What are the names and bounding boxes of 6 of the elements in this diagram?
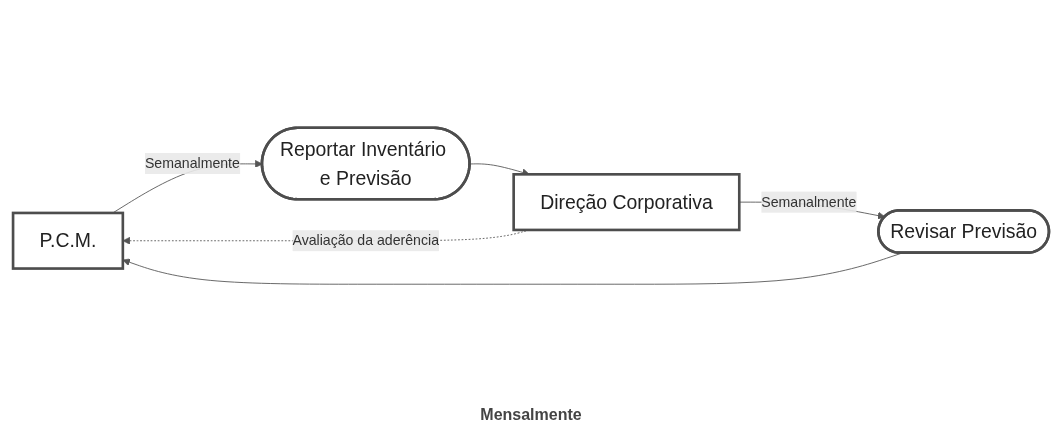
- node-box: P.C.M.: [11, 211, 125, 270]
- edge-label: Semanalmente: [761, 194, 857, 210]
- node-box: Direção Corporativa: [512, 173, 741, 232]
- note-text: Mensalmente: [480, 406, 582, 424]
- edge-label: Avaliação da aderência: [292, 232, 440, 248]
- edge-label: Semanalmente: [144, 155, 240, 171]
